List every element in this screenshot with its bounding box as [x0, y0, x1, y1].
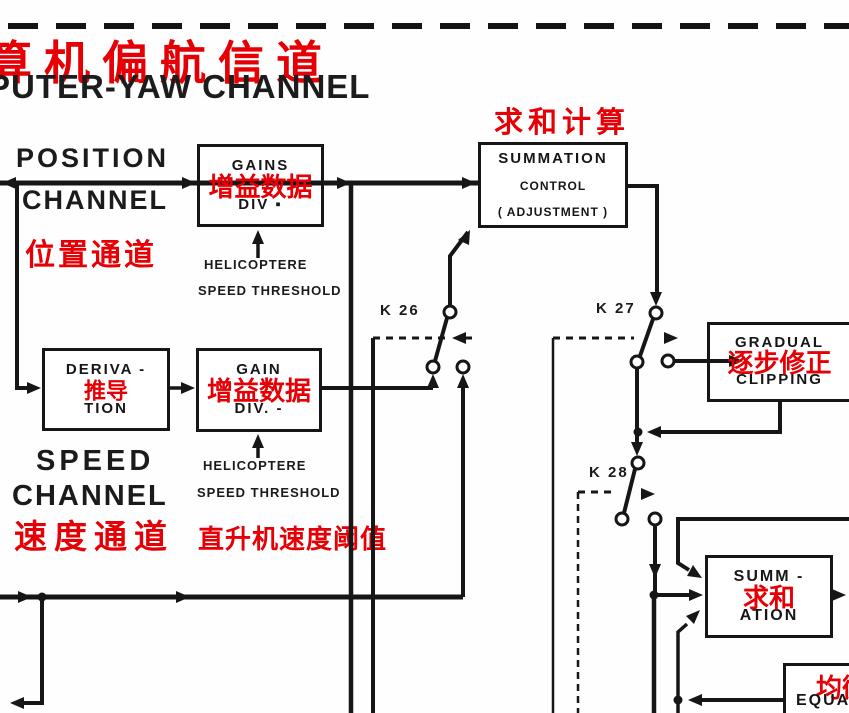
- switch-k26: [373, 230, 472, 388]
- derivation-chinese: 推导: [83, 378, 129, 404]
- position-channel-label-line2: CHANNEL: [22, 185, 168, 215]
- gains-box-line2: DIV ▪: [238, 195, 283, 213]
- helicopter-threshold-chinese: 直升机速度阈值: [198, 525, 388, 555]
- title-chinese: 算机偏航信道: [0, 36, 334, 90]
- derivation-line1: DERIVA -: [65, 361, 147, 378]
- summation-chinese: 求和: [742, 583, 796, 614]
- equalization-chinese: 均衡: [816, 674, 849, 704]
- summation-control-line3: ( ADJUSTMENT ): [497, 204, 609, 219]
- position-channel-chinese: 位置通道: [25, 238, 157, 273]
- derivation-box: DERIVA - TION 推导: [42, 348, 170, 431]
- summation-control-line1: SUMMATION: [498, 150, 608, 168]
- derivation-line2: TION: [84, 399, 128, 417]
- summation-line1: SUMM -: [733, 568, 805, 586]
- gradual-clipping-feedback: [633, 402, 782, 438]
- switch-k27: [551, 184, 743, 713]
- threshold-input-arrows: [252, 230, 264, 458]
- title-english: PUTER-YAW CHANNEL: [0, 68, 371, 105]
- gain-div-line2: DIV. -: [234, 400, 284, 418]
- gains-box-chinese: 增益数据: [208, 172, 313, 203]
- relay-k26-label: K 26: [380, 302, 420, 319]
- gains-box-line1: GAINS: [231, 157, 290, 174]
- dashed-border-top: [8, 23, 849, 29]
- summation-control-box: SUMMATION CONTROL ( ADJUSTMENT ): [478, 142, 628, 228]
- gain-div-box: GAIN DIV. - 增益数据: [196, 348, 322, 432]
- equalization-line1: EQUALI: [796, 692, 849, 709]
- summation-box: SUMM - ATION 求和: [705, 555, 833, 638]
- speed-channel-label-line2: CHANNEL: [12, 480, 168, 512]
- gains-div-box: GAINS DIV ▪ 增益数据: [197, 144, 324, 227]
- switch-k28: [576, 368, 663, 713]
- threshold1-label-line2: SPEED THRESHOLD: [198, 283, 342, 298]
- summation-line2: ATION: [739, 606, 799, 624]
- threshold2-label-line2: SPEED THRESHOLD: [197, 485, 341, 500]
- gradual-clipping-line1: GRADUAL: [735, 334, 824, 352]
- threshold2-label-line1: HELICOPTERE: [203, 458, 307, 473]
- gain-div-line1: GAIN: [236, 361, 282, 379]
- threshold1-label-line1: HELICOPTERE: [204, 257, 308, 272]
- speed-channel-wires: [0, 338, 465, 713]
- equalization-box: 均衡 EQUALI: [783, 663, 849, 713]
- gradual-clipping-line2: CLIPPING: [736, 371, 823, 389]
- gradual-clipping-box: GRADUAL CLIPPING 逐步修正: [707, 322, 849, 402]
- summation-annotation-chinese: 求和计算: [494, 105, 631, 139]
- gradual-clipping-chinese: 逐步修正: [727, 348, 832, 379]
- speed-channel-chinese: 速度通道: [14, 517, 174, 556]
- speed-channel-label-line1: SPEED: [36, 445, 155, 477]
- position-channel-label-line1: POSITION: [16, 143, 170, 173]
- summation-control-line2: CONTROL: [519, 179, 587, 194]
- gain-div-chinese: 增益数据: [206, 376, 312, 407]
- relay-k27-label: K 27: [596, 300, 636, 317]
- relay-k28-label: K 28: [589, 464, 629, 481]
- summation-input-wires: [649, 517, 849, 713]
- position-channel-wires: [0, 177, 478, 713]
